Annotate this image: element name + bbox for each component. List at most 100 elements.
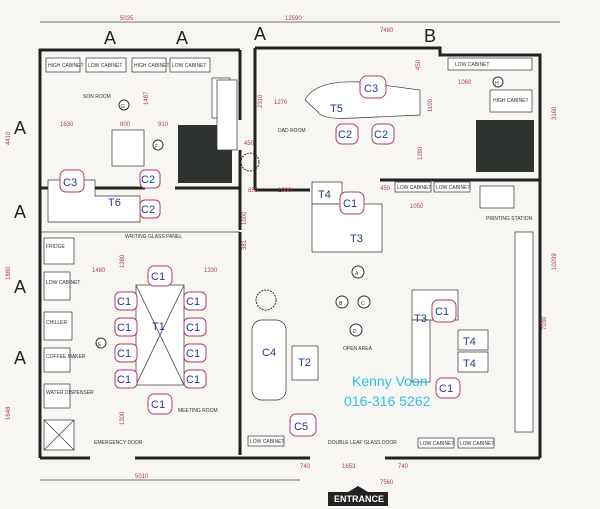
dim-850: 850: [248, 188, 259, 194]
plant-icon-2: [255, 289, 277, 311]
open-low-cabinet: [247, 435, 285, 447]
writing-glass-panel-label: WRITING GLASS PANEL: [125, 234, 182, 240]
cross-line: [43, 419, 75, 451]
code-c1-l4: C1: [117, 374, 131, 386]
lower-chair-c1-bottom: [435, 377, 461, 399]
coffee-maker-label: COFFEE MAKER: [46, 354, 86, 360]
contact-name: Kenny Voon: [352, 373, 428, 389]
coffee-maker: [43, 347, 71, 373]
dim-top-right: 7480: [380, 28, 394, 34]
dim-1300: 1300: [120, 411, 126, 425]
cabinet-label: HIGH CABINET: [493, 98, 529, 104]
marker-c-label: C: [361, 301, 365, 307]
dim-1270: 1270: [274, 100, 288, 106]
dim-450-left: 450: [244, 141, 255, 147]
meeting-chair-r2: [183, 317, 207, 337]
coffee-table-t2: [291, 345, 319, 381]
dad-high-cabinet-right: [489, 89, 533, 113]
code-c3-son: C3: [63, 177, 77, 189]
code-c1-upper: C1: [343, 198, 357, 210]
dim-7560: 7560: [380, 480, 394, 486]
entrance-label: ENTRANCE: [334, 494, 384, 504]
code-t2: T2: [298, 357, 311, 369]
cabinet-label: HIGH CABINET: [48, 63, 84, 69]
section-marker-a-4: A: [14, 118, 26, 138]
son-low-cabinet-2: [85, 57, 127, 73]
code-c1-lower-1: C1: [435, 306, 449, 318]
printing-station-label: PRINTING STATION: [486, 216, 533, 222]
section-marker-b: B: [424, 26, 436, 46]
code-c3-dad: C3: [364, 83, 378, 95]
contact-phone: 016-316 5262: [344, 393, 431, 409]
table-diagonal: [135, 284, 185, 386]
dad-chair-c3: [359, 75, 387, 99]
code-c1-mtop: C1: [151, 271, 165, 283]
code-c1-r3: C1: [186, 348, 200, 360]
dim-top-total: 12590: [285, 16, 302, 22]
dim-1487: 1487: [144, 91, 150, 105]
marker-a-label: A: [355, 271, 359, 277]
section-marker-a-3: A: [254, 24, 266, 44]
cabinet-label: LOW CABINET: [420, 441, 454, 447]
code-c1-r1: C1: [186, 296, 200, 308]
cabinet-label: LOW CABINET: [436, 185, 470, 191]
dad-desk-t5: [304, 81, 421, 119]
lower-desk-t3: [411, 319, 431, 383]
son-room-label: SON ROOM: [83, 94, 111, 100]
outer-wall-north-east: [255, 46, 542, 458]
son-chair-c3: [59, 169, 85, 193]
cabinet-label: LOW CABINET: [455, 62, 489, 68]
meeting-chair-r4: [183, 369, 207, 389]
upper-chair-c1: [339, 191, 365, 215]
dim-4410: 4410: [6, 131, 12, 145]
dim-1060: 1060: [458, 80, 472, 86]
dim-1480: 1480: [92, 268, 106, 274]
dim-1330: 1330: [204, 268, 218, 274]
code-t3-lower: T3: [414, 313, 427, 325]
cabinet-label: LOW CABINET: [397, 185, 431, 191]
cabinet-label: LOW CABINET: [172, 63, 206, 69]
marker-e-label: E: [98, 342, 102, 348]
dim-740-left: 740: [300, 464, 311, 470]
marker-h-label: H: [495, 81, 499, 87]
chair-c5: [289, 413, 317, 437]
dim-2310: 2310: [258, 94, 264, 108]
code-c1-l3: C1: [117, 348, 131, 360]
section-marker-a-2: A: [176, 28, 188, 48]
dim-740-right: 740: [398, 464, 409, 470]
dim-1000-mid: 1000: [278, 188, 292, 194]
chiller: [43, 311, 73, 341]
lower-chair-c1-top: [431, 299, 457, 323]
code-t4-lower-1: T4: [463, 336, 476, 348]
code-t1: T1: [152, 321, 165, 333]
code-t5: T5: [330, 103, 343, 115]
meeting-chair-r3: [183, 343, 207, 363]
mid-low-cabinet-2: [433, 181, 471, 193]
code-t3-upper: T3: [350, 233, 363, 245]
chiller-label: CHILLER: [46, 320, 68, 326]
lower-low-cabinet-2: [457, 437, 495, 449]
code-c1-l1: C1: [117, 296, 131, 308]
cabinet-label: LOW CABINET: [250, 439, 284, 445]
meeting-low-cabinet: [43, 271, 71, 301]
lower-desk-t4-2: [457, 351, 489, 373]
meeting-chair-l2: [114, 317, 138, 337]
meeting-chair-l4: [114, 369, 138, 389]
cabinet-label: LOW CABINET: [88, 63, 122, 69]
code-c1-r2: C1: [186, 322, 200, 334]
marker-b: [335, 295, 349, 309]
plant-icon-1: [240, 152, 260, 172]
dim-800: 800: [120, 122, 131, 128]
dad-dark-panel: [476, 120, 534, 172]
dad-low-cabinet: [447, 57, 533, 71]
mid-low-cabinet-1: [394, 181, 432, 193]
dad-high-cabinet-left: [216, 79, 238, 151]
marker-h: [492, 76, 504, 88]
dim-1050: 1050: [410, 204, 424, 210]
dim-381: 381: [242, 239, 248, 250]
code-t4-lower-2: T4: [463, 358, 476, 370]
dad-chair-c2-1: [335, 123, 359, 145]
dim-1653: 1653: [342, 464, 356, 470]
code-t6: T6: [108, 197, 121, 209]
code-c4: C4: [262, 347, 276, 359]
